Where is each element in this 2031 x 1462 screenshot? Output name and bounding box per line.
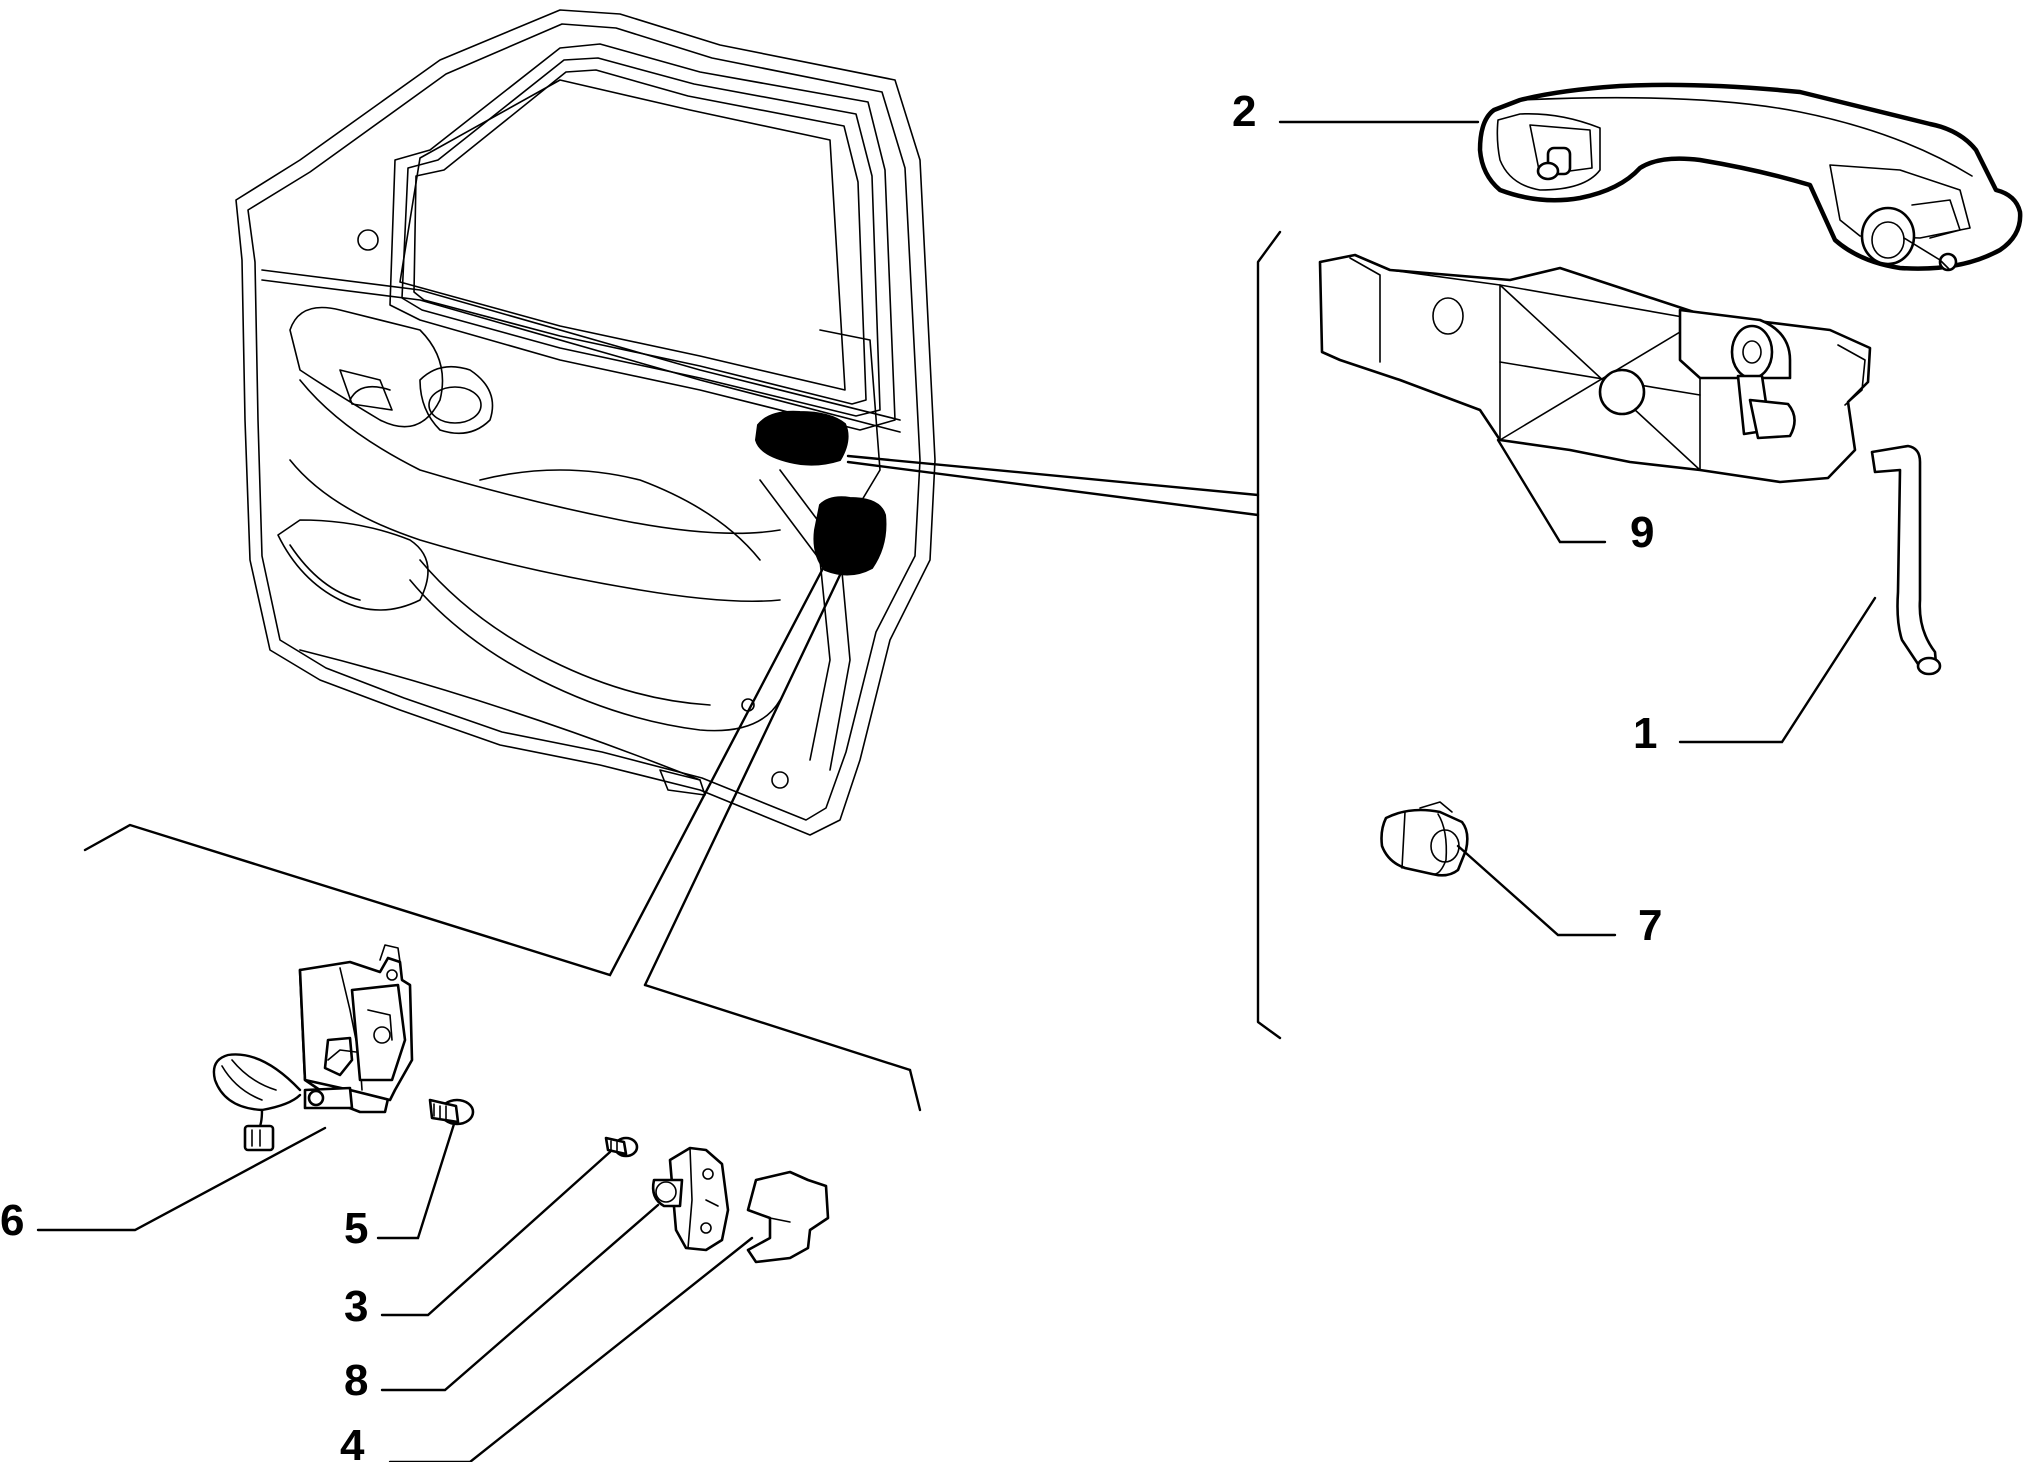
leader-8: [380, 1203, 660, 1392]
callout-numbers: 2 9 1 7 6 5 3 8 4: [0, 87, 1662, 1462]
callout-7: 7: [1638, 901, 1662, 950]
callout-5: 5: [344, 1204, 368, 1253]
callout-4: 4: [340, 1421, 365, 1462]
door-lock-mechanism: [212, 944, 414, 1152]
leader-1: [1678, 596, 1877, 744]
outside-door-handle: [1477, 82, 2023, 272]
leader-3: [380, 1150, 612, 1317]
control-rod: [1870, 444, 1942, 676]
handle-bracket: [1318, 253, 1872, 484]
door-lock-location-marks: [754, 410, 887, 576]
callout-leaders: [36, 120, 1877, 1462]
leader-9: [1496, 438, 1607, 544]
door-striker: [651, 1146, 730, 1252]
leader-5: [376, 1122, 456, 1240]
bushing-clip: [1380, 801, 1469, 877]
door-outline: [235, 9, 936, 836]
leader-7: [1456, 844, 1617, 937]
lock-screw: [428, 1098, 475, 1126]
striker-shim-plate: [746, 1170, 830, 1264]
explosion-lines: [83, 230, 1282, 1112]
striker-screw: [604, 1136, 639, 1158]
callout-6: 6: [0, 1196, 24, 1245]
callout-3: 3: [344, 1282, 368, 1331]
callout-1: 1: [1633, 709, 1657, 758]
callout-9: 9: [1630, 508, 1654, 557]
leader-4: [388, 1236, 754, 1462]
callout-2: 2: [1232, 87, 1256, 136]
leader-6: [36, 1126, 327, 1232]
callout-8: 8: [344, 1356, 368, 1405]
